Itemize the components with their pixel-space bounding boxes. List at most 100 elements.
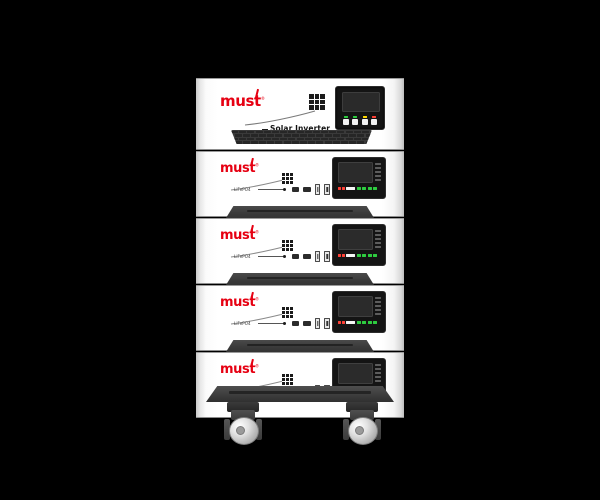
led-indicator (344, 116, 348, 118)
solar-panel-icon (282, 173, 293, 184)
battery-lcd-screen (338, 229, 373, 250)
led-indicator (362, 116, 367, 118)
battery-lcd-screen (338, 363, 373, 384)
chemistry-label: LiFePO4 (234, 187, 251, 192)
solar-inverter-unit[interactable]: must® Solar Inverter (196, 78, 404, 150)
battery-base-plate (226, 206, 374, 218)
must-logo: must® (220, 224, 259, 243)
battery-unit-2[interactable]: must® LiFePO4 (196, 218, 404, 285)
chassis-top-edge (196, 151, 404, 152)
battery-base-plate (226, 273, 374, 285)
caster-wheel-left (224, 402, 262, 446)
base-slot (228, 391, 372, 394)
button-cap[interactable] (343, 119, 349, 125)
chassis-bottom-edge (196, 417, 404, 418)
base-slot (246, 344, 354, 347)
solar-panel-icon (282, 240, 293, 251)
button-cap[interactable] (370, 119, 377, 125)
breaker-switch[interactable] (315, 251, 321, 262)
battery-unit-3[interactable]: must® LiFePO4 (196, 285, 404, 352)
caster-side-right (256, 419, 262, 440)
inverter-label-text: Solar Inverter (270, 124, 331, 133)
caster-fork (231, 410, 255, 420)
must-logo: must® (220, 358, 259, 377)
breaker-switch[interactable] (324, 251, 331, 262)
must-logo-text: must (220, 362, 256, 377)
inverter-button-4[interactable] (370, 116, 377, 125)
battery-level-bars (375, 297, 381, 315)
caster-side-right (375, 419, 381, 440)
base-slot (246, 277, 354, 280)
battery-level-bars (375, 364, 381, 382)
must-logo-text: must (220, 92, 261, 110)
must-logo: must® (220, 291, 259, 310)
chassis-top-edge (196, 285, 404, 286)
rj45-port[interactable] (303, 187, 311, 192)
rj45-port[interactable] (303, 254, 311, 259)
must-logo: must® (220, 88, 265, 110)
caster-fork (350, 410, 374, 420)
rj45-port[interactable] (292, 254, 299, 259)
button-cap[interactable] (352, 119, 359, 125)
breaker-switch[interactable] (324, 184, 331, 195)
battery-level-bars (375, 163, 381, 181)
battery-status-leds (338, 320, 380, 325)
led-indicator (353, 116, 358, 118)
lead-dot (283, 188, 286, 191)
rj45-port[interactable] (292, 187, 299, 192)
battery-status-leds (338, 186, 380, 191)
battery-status-leds (338, 253, 380, 258)
lead-dot (283, 322, 286, 325)
battery-control-panel[interactable] (332, 224, 386, 266)
chemistry-label: LiFePO4 (234, 254, 251, 259)
lead-line (258, 189, 284, 190)
chemistry-label: LiFePO4 (234, 321, 251, 326)
rj45-port[interactable] (292, 321, 299, 326)
battery-control-panel[interactable] (332, 157, 386, 199)
inverter-button-row[interactable] (343, 116, 377, 125)
battery-lcd-screen (338, 162, 373, 183)
lead-dot (283, 255, 286, 258)
must-logo-text: must (220, 228, 256, 243)
lead-line (258, 323, 284, 324)
breaker-switch[interactable] (315, 318, 321, 329)
lead-line (258, 256, 284, 257)
battery-control-panel[interactable] (332, 291, 386, 333)
breaker-switch[interactable] (315, 184, 321, 195)
chassis-bottom-edge (196, 149, 404, 150)
caster-bracket (346, 402, 378, 412)
caster-side-left (343, 419, 349, 440)
solar-panel-icon (282, 374, 293, 385)
inverter-lcd-screen (342, 92, 380, 112)
rj45-port[interactable] (303, 321, 311, 326)
battery-base-plate (226, 340, 374, 352)
wheel-hub (236, 426, 245, 435)
wheel-hub (355, 426, 364, 435)
registered-mark: ® (260, 96, 265, 101)
button-cap[interactable] (361, 119, 368, 125)
inverter-button-3[interactable] (361, 116, 368, 125)
rolling-base-plate (206, 386, 394, 402)
device-stack: must® Solar Inverter (196, 78, 404, 418)
base-slot (246, 210, 354, 213)
ventilation-grille (231, 130, 372, 144)
breaker-switch[interactable] (324, 318, 331, 329)
chassis-top-edge (196, 218, 404, 219)
led-indicator (371, 116, 376, 118)
registered-mark: ® (255, 162, 259, 168)
registered-mark: ® (255, 229, 259, 235)
registered-mark: ® (255, 363, 259, 369)
inverter-control-panel[interactable] (335, 86, 385, 130)
caster-side-left (224, 419, 230, 440)
caster-bracket (227, 402, 259, 412)
inverter-button-2[interactable] (352, 116, 359, 125)
chassis-top-edge (196, 78, 404, 79)
swoosh-line (244, 110, 316, 126)
must-logo-text: must (220, 161, 256, 176)
registered-mark: ® (255, 296, 259, 302)
inverter-button-1[interactable] (343, 116, 349, 125)
solar-panel-icon (282, 307, 293, 318)
must-logo: must® (220, 157, 259, 176)
battery-unit-1[interactable]: must® LiFePO4 (196, 151, 404, 218)
